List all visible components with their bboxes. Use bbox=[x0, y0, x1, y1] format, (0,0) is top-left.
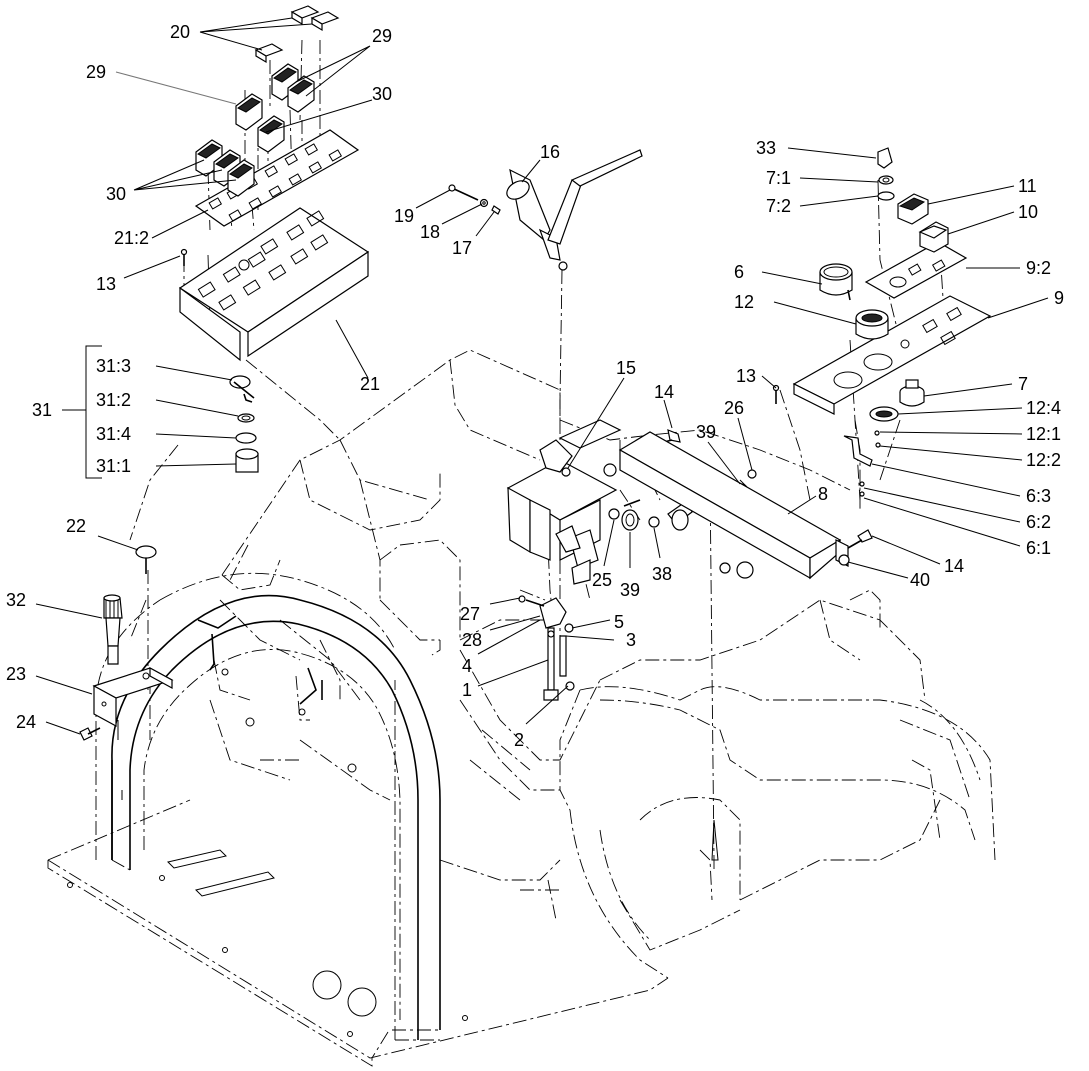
callout-16: 16 bbox=[540, 142, 560, 162]
dash-panel-9 bbox=[792, 295, 992, 415]
callout-32: 32 bbox=[6, 590, 26, 610]
callout-18: 18 bbox=[420, 222, 440, 242]
callout-13-right: 13 bbox=[736, 366, 756, 386]
switch-10 bbox=[918, 221, 949, 253]
callout-31: 31 bbox=[32, 400, 52, 420]
bolt-24 bbox=[79, 727, 101, 741]
rod-assembly bbox=[518, 595, 575, 701]
callout-14-right: 14 bbox=[944, 556, 964, 576]
callout-labels: 20 29 29 30 30 21:2 13 21 31 31:3 31:2 3… bbox=[6, 22, 1064, 750]
decal-9-2 bbox=[864, 241, 968, 299]
callout-21: 21 bbox=[360, 374, 380, 394]
callout-6-3: 6:3 bbox=[1026, 486, 1051, 506]
callout-30-right: 30 bbox=[372, 84, 392, 104]
callout-8: 8 bbox=[818, 484, 828, 504]
callout-23: 23 bbox=[6, 664, 26, 684]
hour-meter-icon bbox=[855, 309, 889, 340]
callout-39-lower: 39 bbox=[620, 580, 640, 600]
callout-12: 12 bbox=[734, 292, 754, 312]
screw-13-left bbox=[180, 248, 188, 266]
switch-panel-21 bbox=[178, 207, 370, 362]
decal-21-2 bbox=[194, 129, 360, 227]
part-32 bbox=[103, 594, 123, 665]
ignition-switch-7 bbox=[899, 379, 925, 407]
callout-28: 28 bbox=[462, 630, 482, 650]
callout-14-top: 14 bbox=[654, 382, 674, 402]
group-31-bracket bbox=[85, 345, 102, 479]
callout-7-2: 7:2 bbox=[766, 196, 791, 216]
callout-7-1: 7:1 bbox=[766, 168, 791, 188]
callout-6-1: 6:1 bbox=[1026, 538, 1051, 558]
callout-38: 38 bbox=[652, 564, 672, 584]
small-hardware bbox=[772, 384, 881, 497]
callout-27: 27 bbox=[460, 604, 480, 624]
callout-31-4: 31:4 bbox=[96, 424, 131, 444]
callout-21-2: 21:2 bbox=[114, 228, 149, 248]
callout-7: 7 bbox=[1018, 374, 1028, 394]
callout-19: 19 bbox=[394, 206, 414, 226]
callout-6-2: 6:2 bbox=[1026, 512, 1051, 532]
callout-13-left: 13 bbox=[96, 274, 116, 294]
key-33 bbox=[877, 147, 895, 201]
callout-12-1: 12:1 bbox=[1026, 424, 1061, 444]
callout-39-top: 39 bbox=[696, 422, 716, 442]
callout-20: 20 bbox=[170, 22, 190, 42]
rops-tube bbox=[111, 615, 357, 860]
callout-12-2: 12:2 bbox=[1026, 450, 1061, 470]
callout-40: 40 bbox=[910, 570, 930, 590]
callout-30-left: 30 bbox=[106, 184, 126, 204]
callout-11: 11 bbox=[1018, 176, 1037, 196]
callout-17: 17 bbox=[452, 238, 472, 258]
callout-25: 25 bbox=[592, 570, 612, 590]
callout-2: 2 bbox=[514, 730, 524, 750]
callout-9-2: 9:2 bbox=[1026, 258, 1051, 278]
rocker-switch-icon bbox=[195, 63, 315, 197]
pedal-bracket-15 bbox=[506, 419, 622, 585]
callout-3: 3 bbox=[626, 630, 636, 650]
gauge-icon bbox=[819, 263, 853, 301]
cross-beam-8 bbox=[618, 431, 842, 580]
bracket-40 bbox=[835, 529, 873, 567]
key-switch-icon bbox=[229, 375, 259, 473]
knob-22 bbox=[135, 545, 157, 574]
callout-29-right: 29 bbox=[372, 26, 392, 46]
leader-lines bbox=[35, 17, 1049, 735]
bracket-23 bbox=[92, 666, 174, 728]
callout-31-3: 31:3 bbox=[96, 356, 131, 376]
callout-9: 9 bbox=[1054, 288, 1064, 308]
callout-33: 33 bbox=[756, 138, 776, 158]
callout-29-left: 29 bbox=[86, 62, 106, 82]
callout-24: 24 bbox=[16, 712, 36, 732]
switch-cap-20 bbox=[254, 5, 340, 64]
switch-11 bbox=[897, 193, 929, 225]
callout-26: 26 bbox=[724, 398, 744, 418]
callout-31-2: 31:2 bbox=[96, 390, 131, 410]
ring-12-4 bbox=[869, 406, 899, 422]
callout-22: 22 bbox=[66, 516, 86, 536]
callout-6: 6 bbox=[734, 262, 744, 282]
callout-12-4: 12:4 bbox=[1026, 398, 1061, 418]
callout-15: 15 bbox=[616, 358, 636, 378]
callout-31-1: 31:1 bbox=[96, 456, 131, 476]
lever-icon bbox=[506, 149, 643, 271]
callout-1: 1 bbox=[462, 680, 472, 700]
bolt-icon bbox=[448, 184, 501, 215]
callout-4: 4 bbox=[462, 656, 472, 676]
callout-5: 5 bbox=[614, 612, 624, 632]
callout-10: 10 bbox=[1018, 202, 1038, 222]
